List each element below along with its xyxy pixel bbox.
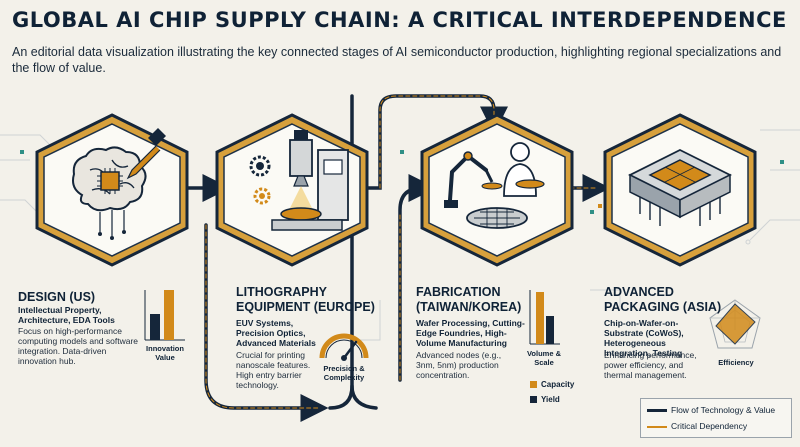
brain-chip-icon xyxy=(72,128,166,240)
legend-flow: Flow of Technology & Value xyxy=(647,405,775,415)
circuit-traces xyxy=(0,129,800,341)
lithography-machine-icon xyxy=(249,130,349,231)
bar-navy xyxy=(150,314,160,340)
page-title: GLOBAL AI CHIP SUPPLY CHAIN: A CRITICAL … xyxy=(12,8,787,32)
stage-lithography-title: LITHOGRAPHY EQUIPMENT (EUROPE) xyxy=(236,285,375,314)
stage-design-desc: Focus on high-performance computing mode… xyxy=(18,326,139,366)
efficiency-label: Efficiency xyxy=(718,358,754,367)
stage-design-sub: Intellectual Property, Architecture, EDA… xyxy=(18,305,115,325)
legend-critical: Critical Dependency xyxy=(647,421,747,431)
stage-lithography-desc: Crucial for printing nanoscale features.… xyxy=(236,350,311,390)
stage-packaging-title: ADVANCED PACKAGING (ASIA) xyxy=(604,285,722,314)
stage-fabrication-desc: Advanced nodes (e.g., 3nm, 5nm) producti… xyxy=(416,350,502,380)
fabrication-robot-icon xyxy=(444,142,545,229)
stage-design-title: DESIGN (US) xyxy=(18,290,96,304)
page-subtitle: An editorial data visualization illustra… xyxy=(12,45,782,75)
critical-line-icon xyxy=(647,425,667,428)
precision-gauge xyxy=(319,333,369,361)
flow-paths xyxy=(183,94,611,422)
bar-gold xyxy=(164,290,174,340)
bar-yield xyxy=(546,316,554,344)
yield-legend: Yield xyxy=(530,395,560,404)
legend-box: Flow of Technology & Value Critical Depe… xyxy=(640,398,792,438)
volume-scale-label: Volume & Scale xyxy=(526,349,562,367)
stage-packaging-desc: Enhancing performance, power efficiency,… xyxy=(604,350,697,380)
advanced-package-icon xyxy=(627,148,733,226)
capacity-legend: Capacity xyxy=(530,380,574,389)
efficiency-radar xyxy=(709,299,761,349)
stage-fabrication-sub: Wafer Processing, Cutting-Edge Foundries… xyxy=(416,318,525,348)
stage-lithography-sub: EUV Systems, Precision Optics, Advanced … xyxy=(236,318,316,348)
volume-bar-chart xyxy=(529,290,560,345)
flow-arrow-icon xyxy=(647,409,667,413)
innovation-value-label: Innovation Value xyxy=(146,344,184,362)
hexagon-fabrication xyxy=(420,113,574,267)
precision-complexity-label: Precision & Complexity xyxy=(323,364,365,382)
innovation-bar-chart xyxy=(144,290,185,341)
stage-fabrication-title: FABRICATION (TAIWAN/KOREA) xyxy=(416,285,522,314)
bar-capacity xyxy=(536,292,544,344)
stage-packaging-sub: Chip-on-Wafer-on-Substrate (CoWoS), Hete… xyxy=(604,318,684,358)
